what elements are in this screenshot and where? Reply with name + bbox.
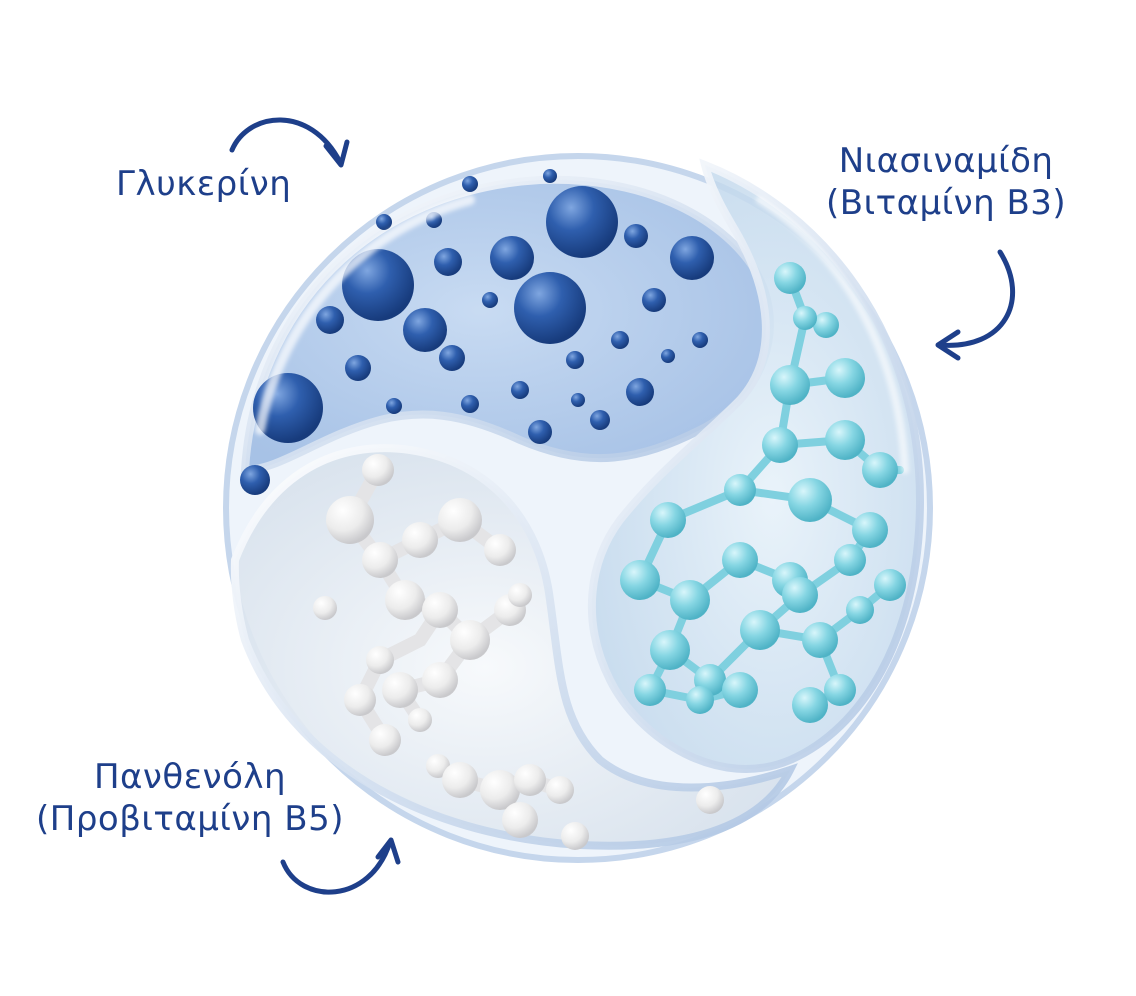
glycerin-spheres — [240, 169, 714, 495]
panthenol-label: Πανθενόλη (Προβιταμίνη Β5) — [36, 756, 344, 840]
niacinamide-label-line1: Νιασιναμίδη — [838, 141, 1054, 181]
panthenol-label-line2: (Προβιταμίνη Β5) — [36, 799, 345, 839]
glass-highlight-right — [756, 196, 909, 474]
curved-arrow-icon — [935, 249, 1016, 361]
panthenol-label-line1: Πανθενόλη — [93, 757, 287, 797]
glass-highlight — [255, 195, 475, 435]
niacinamide-label: Νιασιναμίδη (Βιταμίνη Β3) — [826, 140, 1066, 224]
curved-arrow-icon — [229, 117, 350, 168]
glycerin-label-text: Γλυκερίνη — [116, 164, 292, 204]
panthenol-molecule — [313, 454, 724, 850]
niacinamide-label-line2: (Βιταμίνη Β3) — [826, 183, 1067, 223]
glycerin-label: Γλυκερίνη — [116, 163, 291, 205]
curved-arrow-icon — [280, 837, 401, 895]
niacinamide-molecule — [620, 262, 906, 723]
